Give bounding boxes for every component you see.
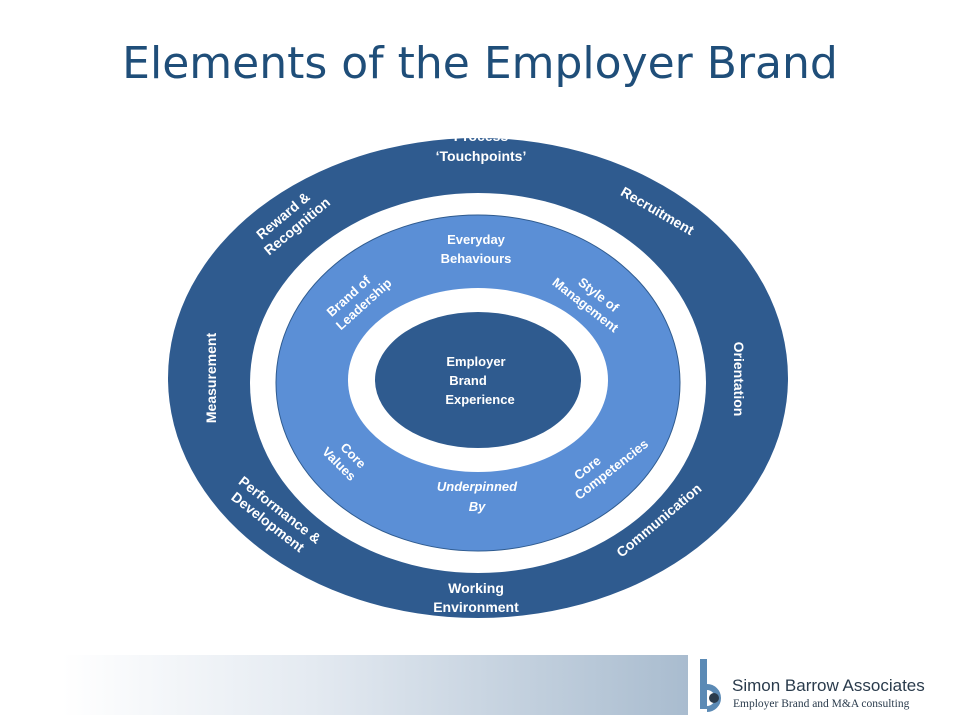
- label-everyday-behaviours: Everyday Behaviours: [441, 232, 512, 266]
- svg-text:Behaviours: Behaviours: [441, 251, 512, 266]
- svg-text:Working: Working: [448, 580, 504, 596]
- label-measurement: Measurement: [203, 333, 219, 424]
- company-name: Simon Barrow Associates: [732, 676, 925, 695]
- svg-text:Employer: Employer: [446, 354, 505, 369]
- svg-text:By: By: [469, 499, 486, 514]
- page-title: Elements of the Employer Brand: [122, 38, 838, 89]
- core-ellipse: [375, 312, 581, 448]
- svg-text:Underpinned: Underpinned: [437, 479, 518, 494]
- svg-text:Process: Process: [454, 128, 509, 144]
- svg-text:Environment: Environment: [433, 599, 519, 615]
- label-orientation: Orientation: [731, 342, 747, 417]
- label-process-touchpoints: Process ‘Touchpoints’: [436, 128, 527, 164]
- footer-gradient-bar: [62, 655, 688, 715]
- svg-text:‘Touchpoints’: ‘Touchpoints’: [436, 148, 527, 164]
- company-tagline: Employer Brand and M&A consulting: [733, 698, 910, 710]
- sb-monogram-icon: [700, 659, 721, 712]
- svg-text:Brand: Brand: [449, 373, 487, 388]
- footer-logo-area: [688, 655, 914, 717]
- label-working-environment: Working Environment: [433, 580, 519, 615]
- svg-text:Everyday: Everyday: [447, 232, 506, 247]
- svg-text:Experience: Experience: [445, 392, 514, 407]
- label-employer-brand-experience: Employer Brand Experience: [445, 354, 514, 407]
- label-underpinned-by: Underpinned By: [437, 479, 518, 514]
